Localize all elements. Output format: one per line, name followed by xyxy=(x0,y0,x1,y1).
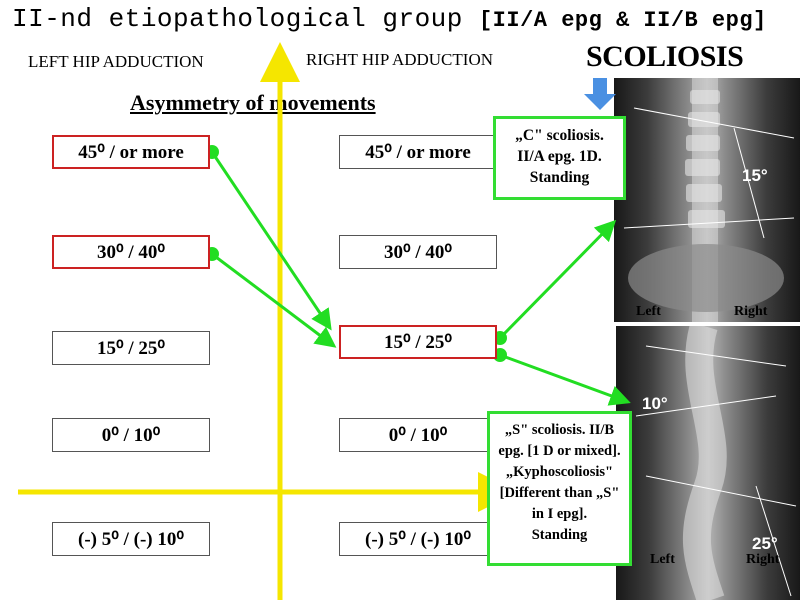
title-main: II-nd etiopathological group xyxy=(12,4,463,34)
xray-bottom-angle-upper: 10° xyxy=(642,394,668,413)
right-hip-label: RIGHT HIP ADDUCTION xyxy=(306,50,493,69)
page-title: II-nd etiopathological group [II/A epg &… xyxy=(12,4,792,34)
left-box-30-40-label: 30⁰ / 40⁰ xyxy=(96,241,165,263)
left-box-minus-label: (-) 5⁰ / (-) 10⁰ xyxy=(78,528,184,550)
right-box-45-label: 45⁰ / or more xyxy=(365,141,471,163)
left-box-0-10-label: 0⁰ / 10⁰ xyxy=(101,424,161,446)
arrow-30-to-15 xyxy=(211,252,337,348)
arrow-to-c-scoliosis xyxy=(498,219,617,340)
xray-bottom-angle-lower: 25° xyxy=(752,534,778,553)
xray-spine-top xyxy=(623,78,795,322)
s-note-line-6: Standing xyxy=(531,527,588,543)
s-note-line-5: in I epg]. xyxy=(531,506,588,522)
right-box-45: 45⁰ / or more xyxy=(339,135,497,169)
s-note-line-2: epg. [1 D or mixed]. xyxy=(498,443,621,459)
title-bracket: [II/A epg & II/B epg] xyxy=(478,8,767,33)
left-box-45-label: 45⁰ / or more xyxy=(78,141,184,163)
xray-top-right-label: Right xyxy=(734,304,768,319)
right-box-0-10: 0⁰ / 10⁰ xyxy=(339,418,497,452)
pointer-arrow-body xyxy=(593,78,607,94)
xray-top-angle: 15° xyxy=(742,166,768,185)
s-note-line-4: [Different than „S" xyxy=(499,485,620,501)
right-box-minus: (-) 5⁰ / (-) 10⁰ xyxy=(339,522,497,556)
c-note-line-2: II/A epg. 1D. xyxy=(517,148,602,165)
right-box-minus-label: (-) 5⁰ / (-) 10⁰ xyxy=(365,528,471,550)
xray-image-c-scoliosis: 15° Left Right xyxy=(614,78,800,322)
s-note-line-3: „Kyphoscoliosis" xyxy=(505,464,614,480)
right-box-15-25-label: 15⁰ / 25⁰ xyxy=(383,331,452,353)
scoliosis-heading: SCOLIOSIS xyxy=(586,40,744,73)
left-box-minus: (-) 5⁰ / (-) 10⁰ xyxy=(52,522,210,556)
left-hip-label: LEFT HIP ADDUCTION xyxy=(28,52,204,71)
arrow-45-to-15 xyxy=(210,151,332,331)
left-box-0-10: 0⁰ / 10⁰ xyxy=(52,418,210,452)
left-box-15-25-label: 15⁰ / 25⁰ xyxy=(96,337,165,359)
xray-bottom-right-label: Right xyxy=(746,552,780,567)
right-box-30-40-label: 30⁰ / 40⁰ xyxy=(383,241,452,263)
xray-image-s-scoliosis: 10° 25° Left Right xyxy=(616,326,800,600)
right-box-15-25: 15⁰ / 25⁰ xyxy=(339,325,497,359)
xray-spine-bottom xyxy=(635,326,797,600)
right-box-30-40: 30⁰ / 40⁰ xyxy=(339,235,497,269)
left-box-45: 45⁰ / or more xyxy=(52,135,210,169)
pointer-arrow-icon xyxy=(584,94,616,110)
asymmetry-heading: Asymmetry of movements xyxy=(130,90,376,115)
c-note-line-1: „C" scoliosis. xyxy=(515,127,604,144)
left-box-30-40: 30⁰ / 40⁰ xyxy=(52,235,210,269)
left-box-15-25: 15⁰ / 25⁰ xyxy=(52,331,210,365)
c-scoliosis-note: „C" scoliosis. II/A epg. 1D. Standing xyxy=(493,116,626,200)
c-note-line-3: Standing xyxy=(529,169,590,186)
arrow-to-s-scoliosis xyxy=(499,353,631,406)
s-scoliosis-note: „S" scoliosis. II/B epg. [1 D or mixed].… xyxy=(487,411,632,566)
s-note-line-1: „S" scoliosis. II/B xyxy=(504,422,615,438)
right-box-0-10-label: 0⁰ / 10⁰ xyxy=(388,424,448,446)
xray-top-left-label: Left xyxy=(636,304,661,319)
xray-bottom-left-label: Left xyxy=(650,552,675,567)
